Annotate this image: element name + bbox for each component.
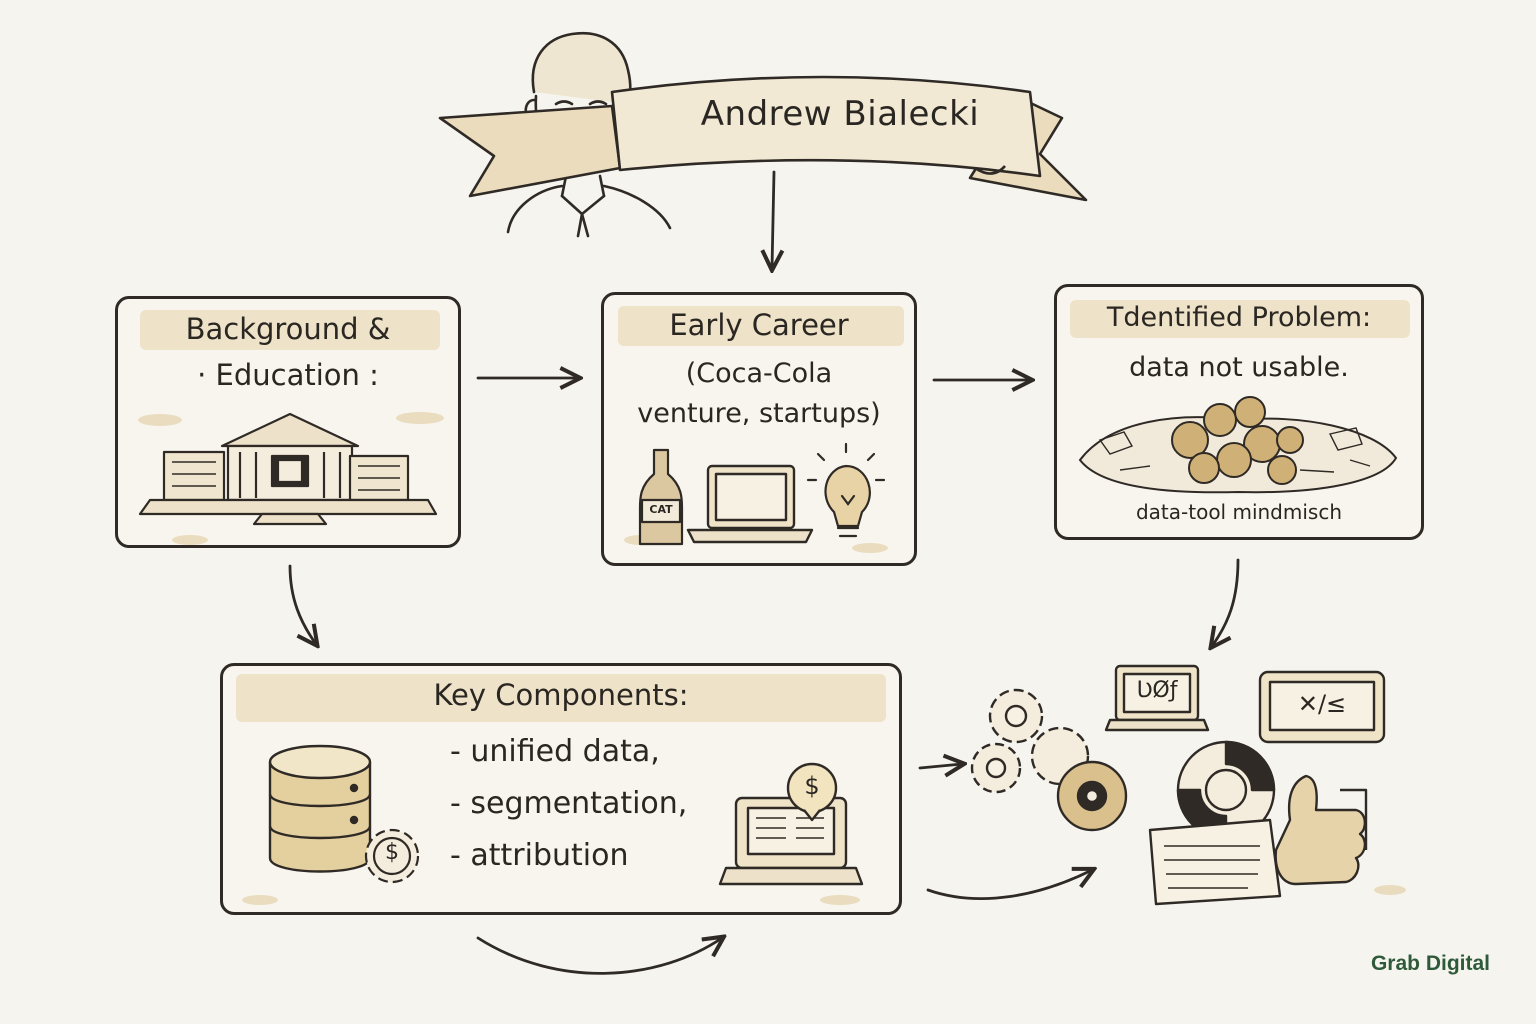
early-career-line2: venture, startups)	[604, 398, 914, 429]
component-item-attribution: - attribution	[450, 838, 628, 873]
monitor-coin-icon	[720, 764, 862, 884]
components-title: Key Components:	[236, 678, 886, 712]
arrow-components-to-tools	[920, 764, 962, 768]
laptop-icon	[688, 466, 812, 542]
problem-subtitle: data not usable.	[1056, 352, 1422, 383]
lightbulb-icon	[808, 444, 884, 536]
brand-logo: Grab Digital	[1371, 952, 1490, 976]
university-building-icon	[140, 414, 436, 524]
problem-title: Tdentified Problem:	[1056, 302, 1422, 333]
arrow-background-to-components	[290, 566, 316, 644]
monitor-label-left: ƲØƒ	[1124, 678, 1190, 703]
background-title-line1: Background &	[118, 312, 458, 346]
arrow-bottom-curve	[478, 938, 722, 973]
problem-caption: data-tool mindmisch	[1056, 500, 1422, 524]
person-name: Andrew Bialecki	[650, 94, 1030, 134]
bottle-label: CAT	[640, 503, 682, 516]
gear-dollar-symbol: $	[380, 840, 404, 865]
early-career-title: Early Career	[604, 308, 914, 342]
coin-dollar-symbol: $	[800, 772, 824, 800]
arrow-components-lower	[928, 870, 1092, 899]
arrow-problem-to-tools	[1212, 560, 1238, 646]
monitor-label-right: ✕/≤	[1270, 690, 1374, 718]
background-title-line2: · Education :	[118, 358, 458, 392]
early-career-line1: (Coca-Cola	[604, 358, 914, 389]
component-item-unified-data: - unified data,	[450, 734, 660, 769]
bottle-icon	[640, 450, 682, 544]
database-icon	[270, 746, 370, 872]
data-pile-icon	[1080, 397, 1396, 492]
component-item-segmentation: - segmentation,	[450, 786, 687, 821]
arrow-header-to-career	[772, 172, 774, 268]
